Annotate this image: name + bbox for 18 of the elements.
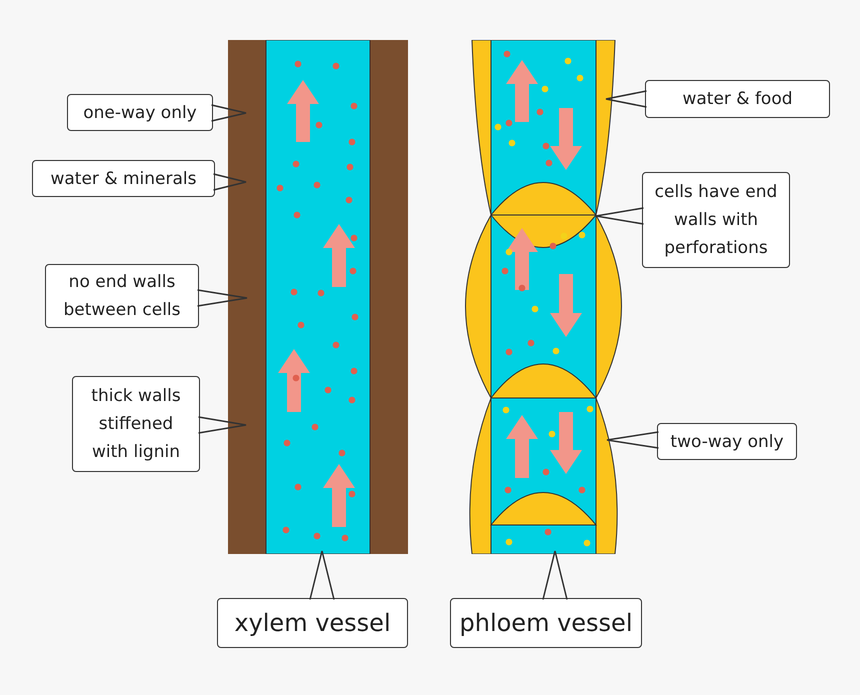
callout-pointer	[595, 207, 644, 225]
callout-pointer	[212, 173, 247, 191]
callout-label: water & minerals	[32, 160, 215, 197]
xylem-vessel-drawing	[228, 40, 408, 554]
callout-label: two-way only	[657, 423, 797, 460]
callout-pointer	[542, 550, 568, 600]
callout-pointer	[309, 550, 335, 600]
callout-label: no end walls between cells	[45, 264, 199, 328]
callout-pointer	[196, 289, 248, 307]
callout-pointer	[606, 431, 660, 449]
callout-pointer	[210, 104, 247, 122]
callout-label: water & food	[645, 80, 830, 118]
callout-pointer	[605, 90, 648, 108]
callout-label: cells have end walls with perforations	[642, 172, 790, 268]
phloem-vessel-drawing	[462, 40, 624, 554]
callout-label: thick walls stiffened with lignin	[72, 376, 200, 472]
callout-label: one-way only	[67, 94, 213, 131]
callout-pointer	[198, 416, 247, 434]
